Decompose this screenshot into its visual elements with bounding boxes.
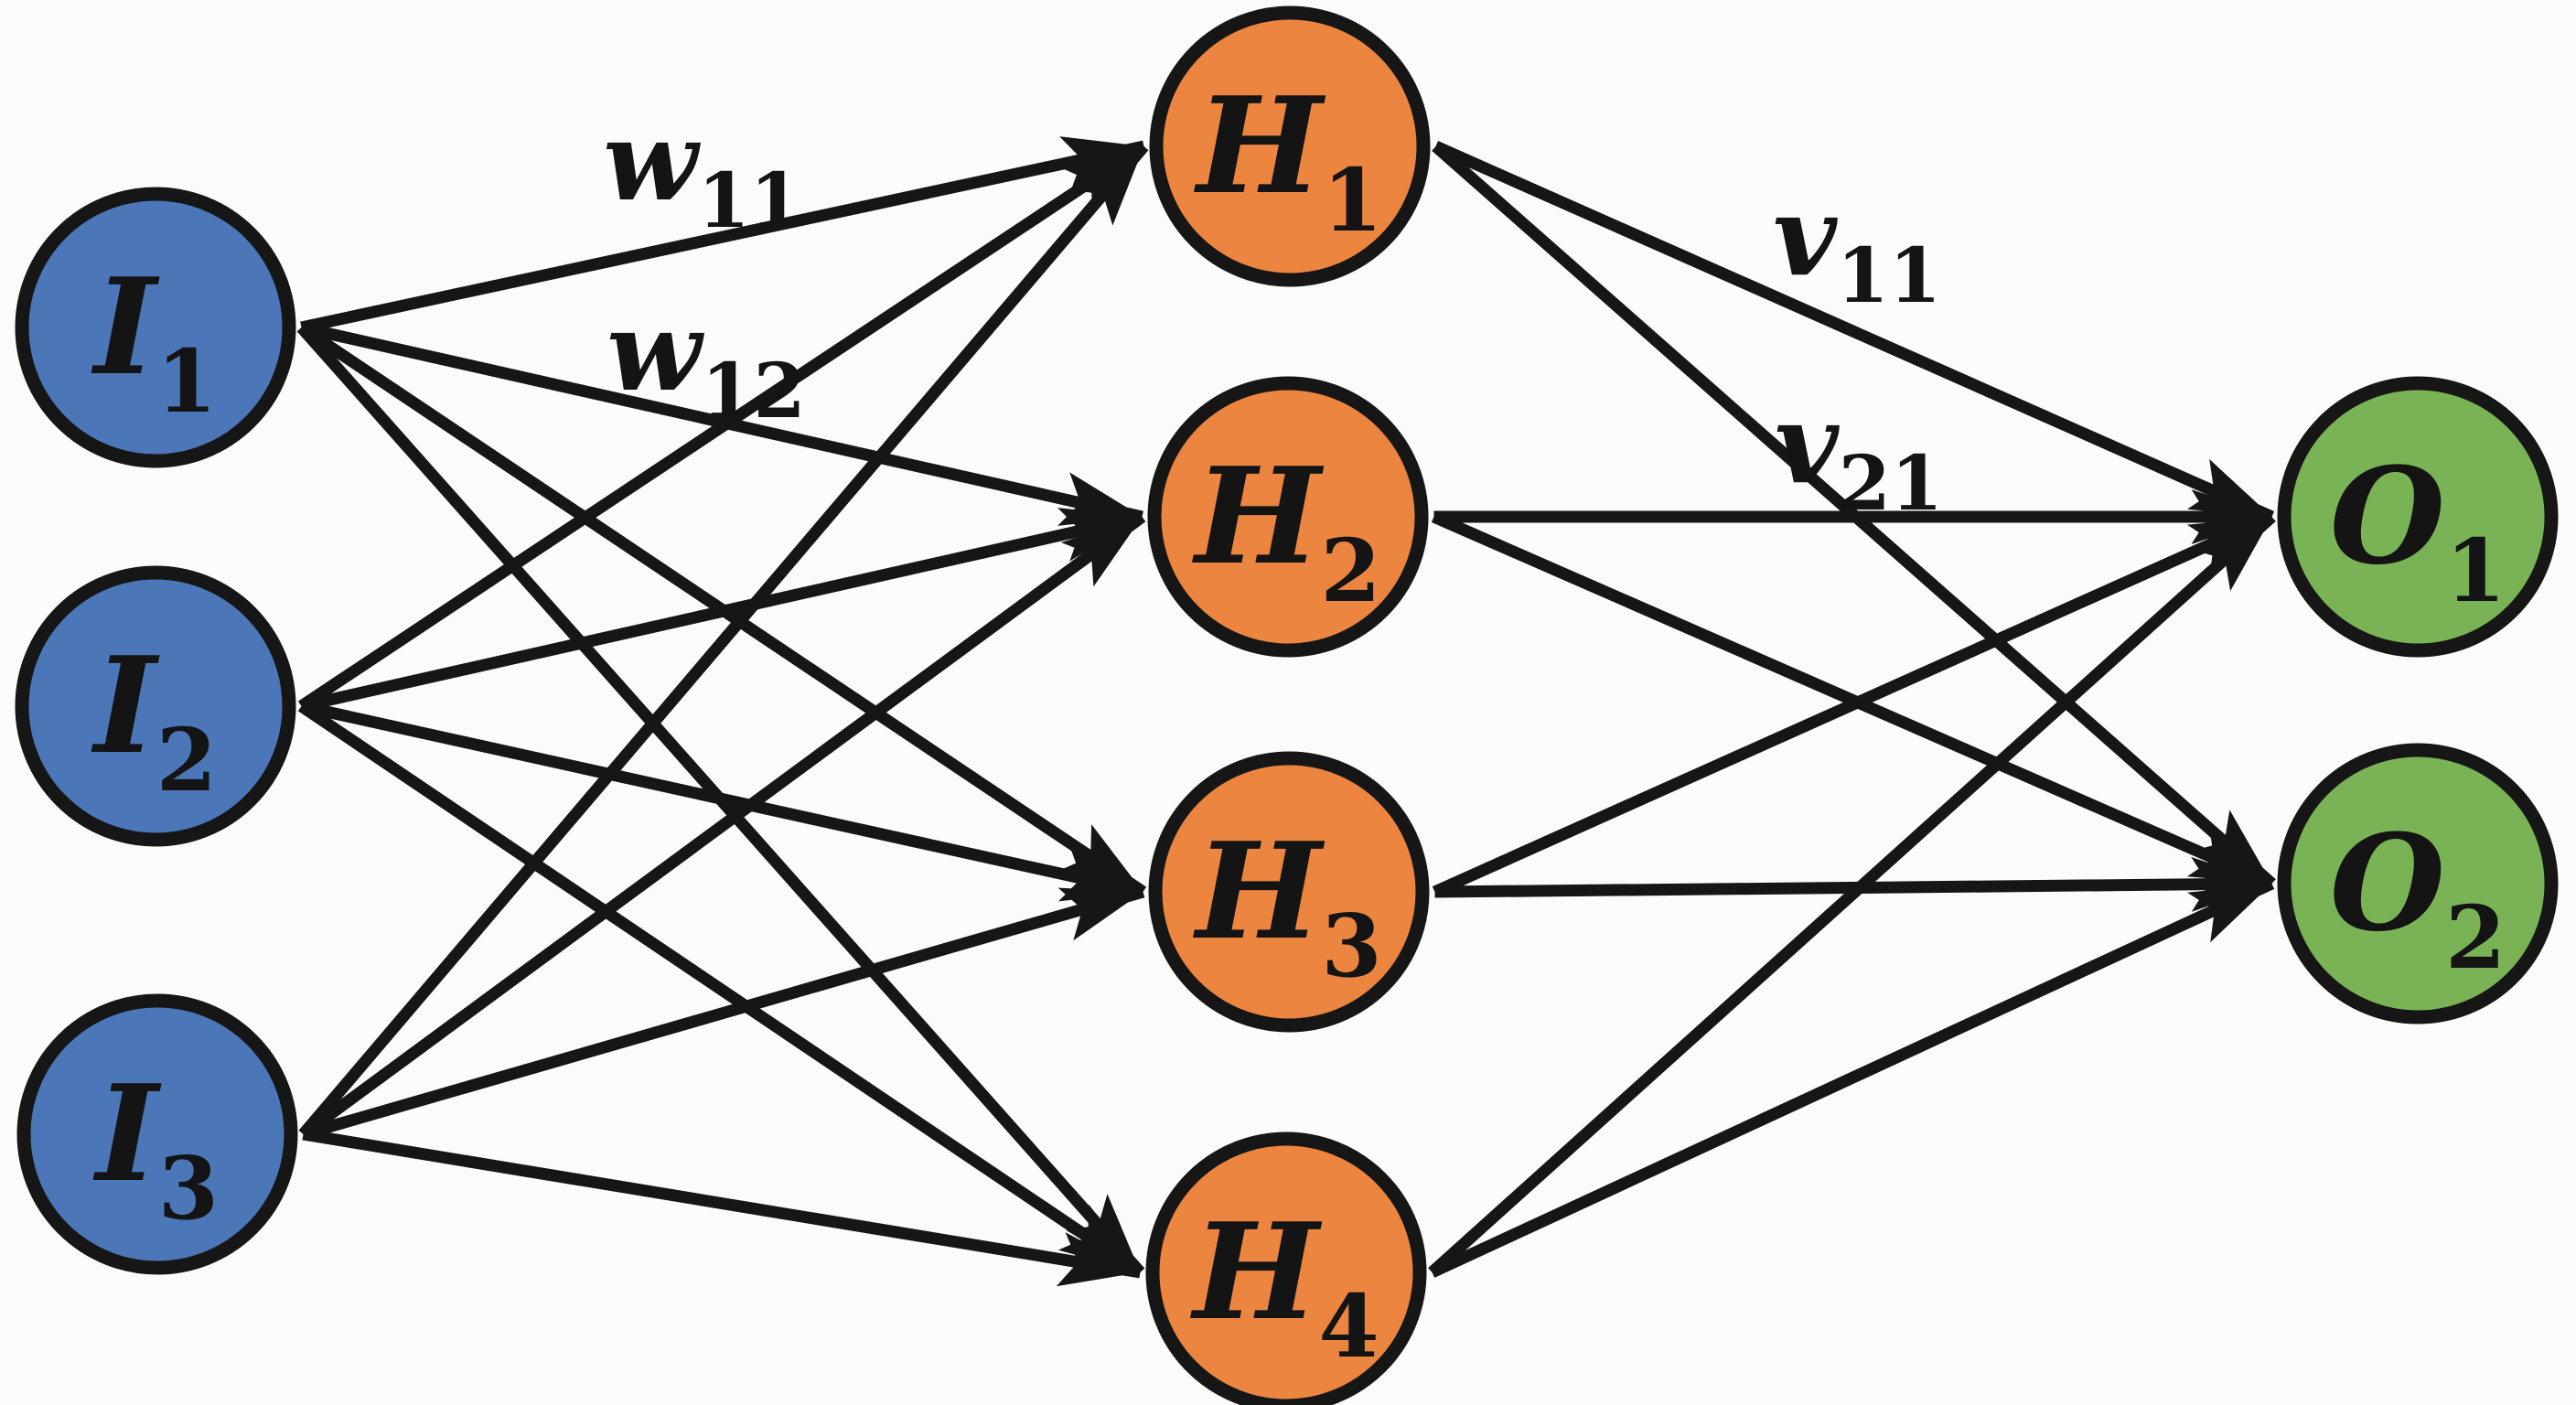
edge-I1-H1 [300,136,1145,334]
node-label-O2: O2 [2330,806,2506,989]
node-circle-O2 [2277,743,2559,1024]
edge-I3-H4 [302,1128,1142,1287]
node-O2: O2 [2277,743,2559,1024]
node-O1: O1 [2277,376,2559,658]
edge-label-w12: w12 [606,287,805,435]
node-I2: I2 [15,565,296,847]
edge-I2-H3 [300,700,1144,902]
edge-H4-O1 [1428,512,2276,1277]
edge-H3-O1 [1432,511,2275,897]
node-label-H4: H4 [1189,1195,1379,1378]
edge-I3-H1 [298,142,1149,1139]
node-H3: H3 [1148,751,1430,1033]
node-H2: H2 [1147,376,1429,658]
edges-group [296,136,2276,1287]
edge-label-w11: w11 [603,97,801,245]
edge-I2-H1 [297,141,1148,712]
node-label-H2: H2 [1191,439,1380,622]
node-label-I3: I3 [92,1056,219,1239]
node-circle-H2 [1147,376,1429,658]
node-label-H3: H3 [1192,814,1381,997]
edge-H4-O2 [1429,878,2275,1278]
node-circle-H3 [1148,751,1430,1033]
node-label-H1: H1 [1193,69,1382,252]
node-H4: H4 [1145,1132,1427,1405]
node-label-I2: I2 [91,628,217,811]
node-circle-H1 [1149,5,1431,287]
node-circle-I2 [15,565,296,847]
node-circle-I1 [15,187,296,468]
node-label-I1: I1 [91,250,217,433]
edge-label-v11: v11 [1773,172,1941,320]
node-I1: I1 [15,187,296,468]
node-label-O1: O1 [2330,439,2506,622]
edge-I3-H2 [299,511,1146,1140]
edge-I2-H2 [300,508,1143,713]
edge-I2-H4 [297,701,1144,1278]
edge-labels-group: w11 w12 v11 v21 [603,97,1943,528]
node-I3: I3 [16,993,298,1275]
node-H1: H1 [1149,5,1431,287]
edge-I3-H3 [301,885,1145,1141]
node-circle-H4 [1145,1132,1427,1405]
edge-H1-O1 [1433,141,2275,522]
node-circle-O1 [2277,376,2559,658]
edge-label-v21: v21 [1775,380,1943,528]
node-circle-I3 [16,993,298,1275]
